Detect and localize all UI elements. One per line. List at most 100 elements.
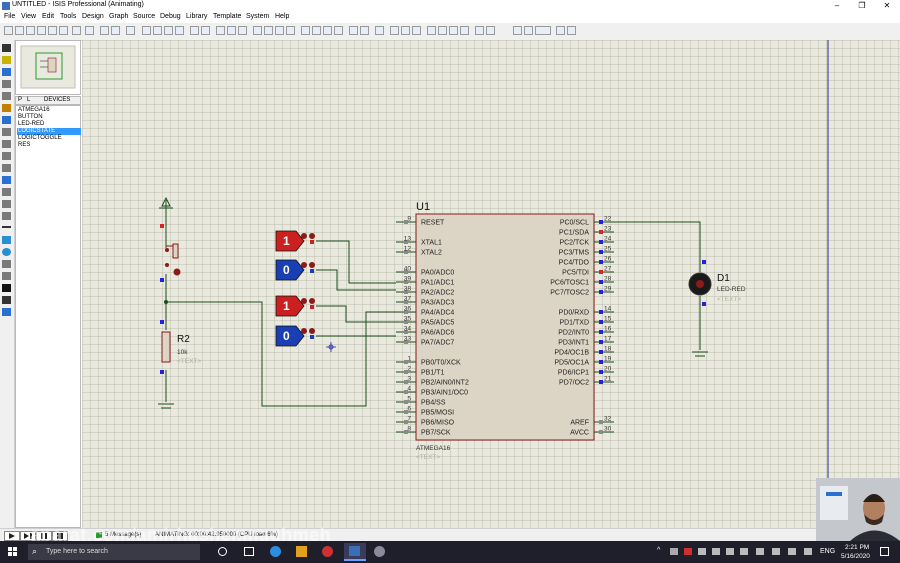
print-area-icon[interactable] — [72, 26, 81, 35]
step-button[interactable] — [20, 531, 36, 541]
open-file-icon[interactable] — [15, 26, 24, 35]
decompose-icon[interactable] — [334, 26, 343, 35]
isis-taskbar-icon[interactable] — [344, 543, 366, 561]
pick-from-library-button[interactable]: P — [18, 97, 23, 103]
tray-network-icon[interactable] — [698, 548, 706, 555]
taskbar-search-box[interactable]: ⌕ Type here to search — [28, 544, 200, 560]
menu-edit[interactable]: Edit — [42, 13, 55, 20]
tape-recorder-icon[interactable] — [2, 164, 11, 172]
rotate-ccw-icon[interactable] — [524, 26, 533, 35]
redo-icon[interactable] — [201, 26, 210, 35]
tray-shield-icon[interactable] — [726, 548, 734, 555]
device-pins-icon[interactable] — [2, 140, 11, 148]
menu-system[interactable]: System — [246, 13, 270, 20]
box-tool-icon[interactable] — [2, 236, 11, 244]
block-move-icon[interactable] — [264, 26, 273, 35]
clock-time[interactable]: 2:21 PM — [845, 544, 870, 551]
menu-graph[interactable]: Graph — [109, 13, 129, 20]
pan-icon[interactable] — [126, 26, 135, 35]
menu-debug[interactable]: Debug — [160, 13, 181, 20]
exit-to-parent-icon[interactable] — [427, 26, 436, 35]
save-icon[interactable] — [26, 26, 35, 35]
origin-icon[interactable] — [111, 26, 120, 35]
wire-autorouter-icon[interactable] — [349, 26, 358, 35]
current-probe-icon[interactable] — [2, 200, 11, 208]
ares-icon[interactable] — [475, 26, 484, 35]
export-netlist-icon[interactable] — [486, 26, 495, 35]
menu-template[interactable]: Template — [213, 13, 242, 20]
block-delete-icon[interactable] — [286, 26, 295, 35]
line-tool-icon[interactable] — [2, 226, 11, 228]
print-icon[interactable] — [59, 26, 68, 35]
close-button[interactable]: ✕ — [883, 1, 891, 10]
paste-icon[interactable] — [238, 26, 247, 35]
redraw-icon[interactable] — [85, 26, 94, 35]
messages-count[interactable]: 5 Message(s) — [105, 532, 142, 538]
menu-file[interactable]: File — [4, 13, 16, 20]
menu-view[interactable]: View — [21, 13, 37, 20]
tray-volume-icon[interactable] — [772, 548, 780, 555]
tray-bluetooth-icon[interactable] — [740, 548, 748, 555]
zoom-all-icon[interactable] — [164, 26, 173, 35]
block-rotate-icon[interactable] — [275, 26, 284, 35]
device-item-res[interactable]: RES — [18, 142, 31, 148]
zoom-area-icon[interactable] — [175, 26, 184, 35]
minimize-button[interactable]: – — [834, 1, 840, 10]
wire-label-icon[interactable] — [2, 80, 11, 88]
pinned-app-icon[interactable] — [374, 546, 385, 557]
edge-icon[interactable] — [270, 546, 281, 557]
circle-tool-icon[interactable] — [2, 248, 11, 256]
stop-button[interactable] — [52, 531, 68, 541]
cortana-icon[interactable] — [218, 547, 227, 556]
library-manager-button[interactable]: L — [27, 97, 31, 103]
new-file-icon[interactable] — [4, 26, 13, 35]
tray-chevron-icon[interactable]: ^ — [657, 547, 661, 554]
rotate-cw-icon[interactable] — [513, 26, 522, 35]
clock-date[interactable]: 5/16/2020 — [841, 553, 870, 560]
copy-icon[interactable] — [227, 26, 236, 35]
electrical-check-icon[interactable] — [449, 26, 458, 35]
device-item-logictoggle[interactable]: LOGICTOGGLE — [18, 135, 62, 141]
mirror-y-icon[interactable] — [567, 26, 576, 35]
grid-icon[interactable] — [100, 26, 109, 35]
generator-icon[interactable] — [2, 176, 11, 184]
tray-record-icon[interactable] — [684, 548, 692, 555]
tray-battery-icon[interactable] — [788, 548, 796, 555]
file-explorer-icon[interactable] — [296, 546, 307, 557]
zoom-out-icon[interactable] — [153, 26, 162, 35]
tray-wifi-icon[interactable] — [756, 548, 764, 555]
notifications-icon[interactable] — [880, 547, 889, 556]
tray-keyboard-icon[interactable] — [804, 548, 812, 555]
pick-device-icon[interactable] — [301, 26, 310, 35]
text-tool-icon[interactable] — [2, 284, 11, 292]
menu-source[interactable]: Source — [133, 13, 156, 20]
graph-icon[interactable] — [2, 152, 11, 160]
symbol-tool-icon[interactable] — [2, 296, 11, 304]
pause-button[interactable] — [36, 531, 52, 541]
voltage-probe-icon[interactable] — [2, 188, 11, 196]
text-script-icon[interactable] — [2, 92, 11, 100]
tray-app-icon[interactable] — [670, 548, 678, 555]
search-tag-icon[interactable] — [360, 26, 369, 35]
bill-of-materials-icon[interactable] — [438, 26, 447, 35]
new-sheet-icon[interactable] — [401, 26, 410, 35]
packaging-icon[interactable] — [323, 26, 332, 35]
arc-tool-icon[interactable] — [2, 260, 11, 268]
terminals-icon[interactable] — [2, 128, 11, 136]
junction-dot-icon[interactable] — [2, 68, 11, 76]
marker-tool-icon[interactable] — [2, 308, 11, 316]
block-copy-icon[interactable] — [253, 26, 262, 35]
virtual-instruments-icon[interactable] — [2, 212, 11, 220]
cut-icon[interactable] — [216, 26, 225, 35]
device-item-atmega16[interactable]: ATMEGA16 — [18, 107, 50, 113]
make-device-icon[interactable] — [312, 26, 321, 35]
remove-sheet-icon[interactable] — [412, 26, 421, 35]
task-view-icon[interactable] — [244, 547, 254, 556]
selection-mode-icon[interactable] — [2, 44, 11, 52]
tray-dropbox-icon[interactable] — [712, 548, 720, 555]
windows-start-icon[interactable] — [8, 547, 18, 557]
device-item-led-red[interactable]: LED-RED — [18, 121, 45, 127]
property-assign-icon[interactable] — [375, 26, 384, 35]
menu-design[interactable]: Design — [82, 13, 104, 20]
chrome-icon[interactable] — [322, 546, 333, 557]
